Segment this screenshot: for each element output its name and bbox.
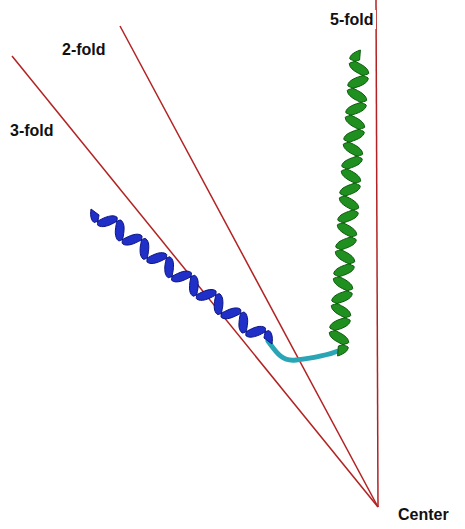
axis-label: 5-fold bbox=[328, 10, 376, 29]
axis-label: Center bbox=[396, 505, 451, 524]
three-fold-axis bbox=[12, 56, 378, 507]
axis-label: 3-fold bbox=[8, 121, 56, 140]
green-helix bbox=[329, 50, 368, 356]
two-fold-axis bbox=[120, 26, 378, 507]
loop bbox=[268, 341, 338, 360]
axis-label: 2-fold bbox=[60, 40, 108, 59]
helices bbox=[91, 50, 369, 356]
blue-helix bbox=[91, 209, 273, 344]
five-fold-axis bbox=[376, 0, 378, 507]
